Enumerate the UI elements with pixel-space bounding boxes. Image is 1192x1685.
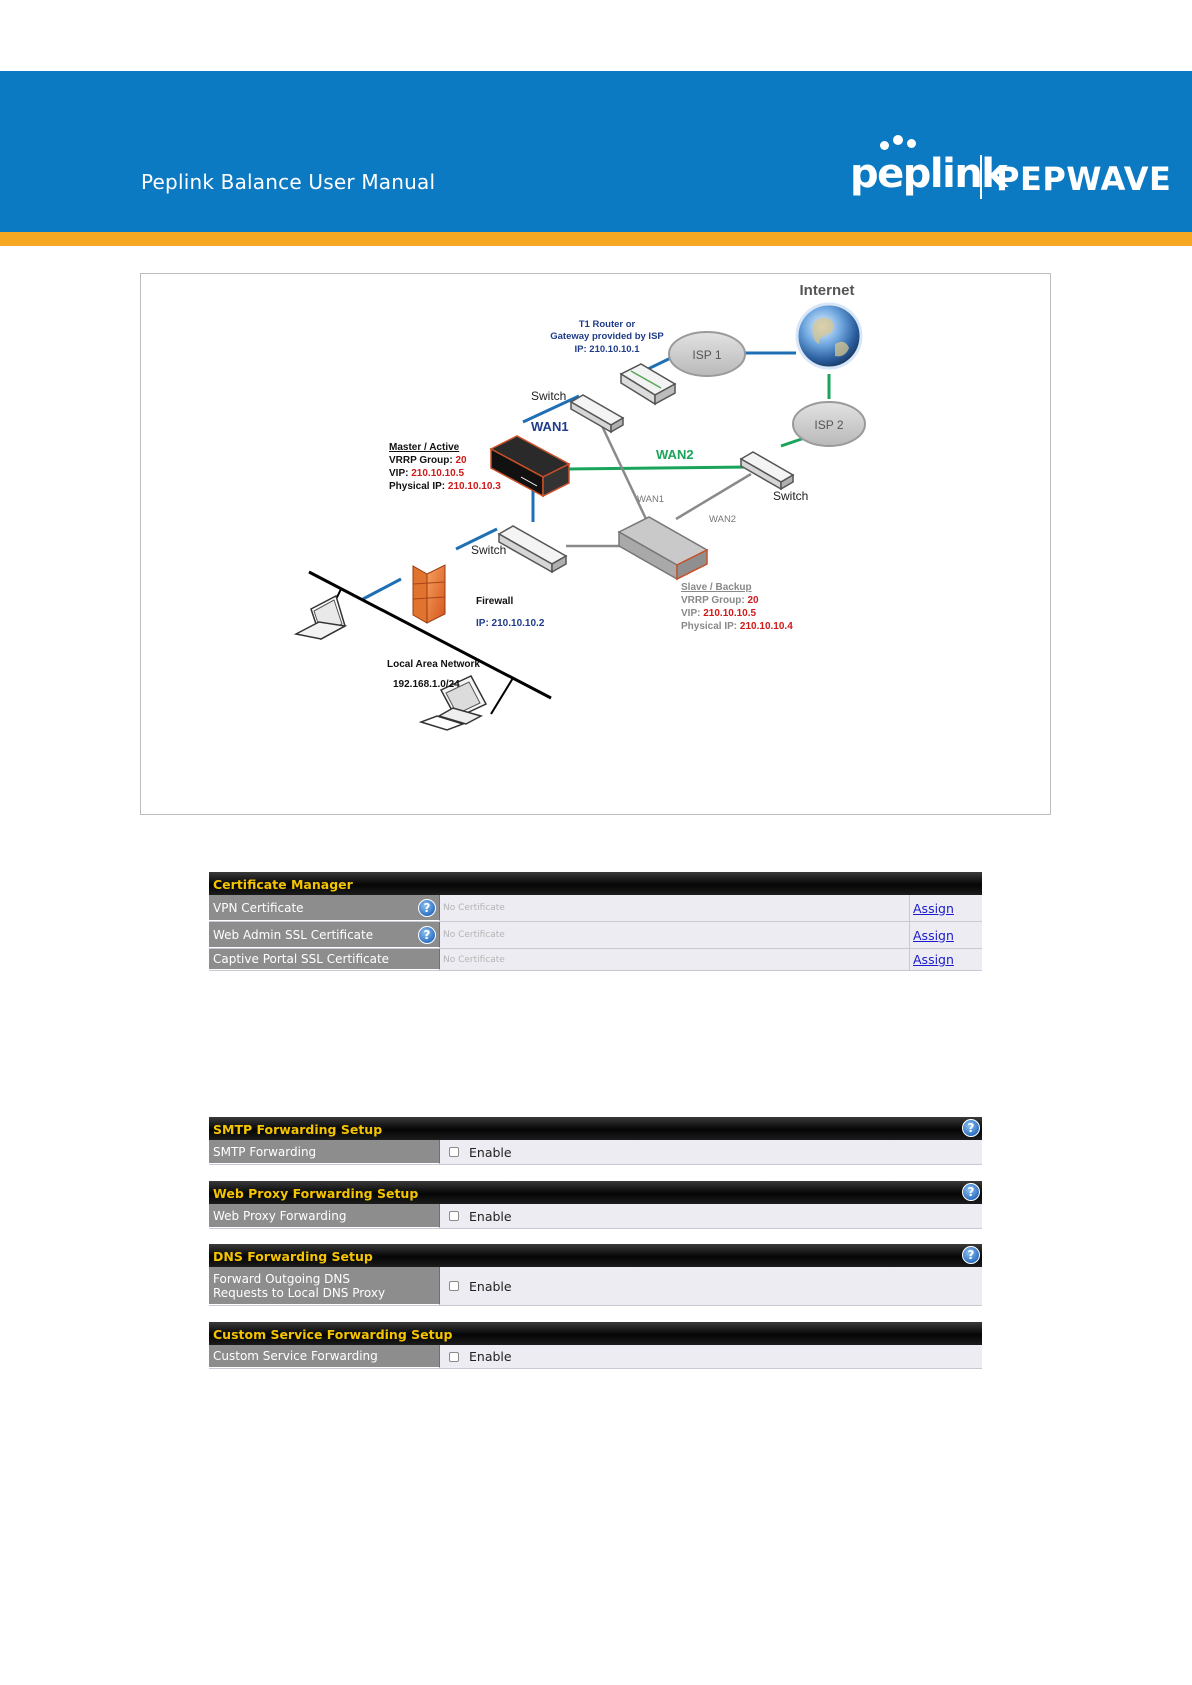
svg-text:VRRP Group: 20: VRRP Group: 20 xyxy=(681,595,759,606)
slave-phys-value: 210.10.10.4 xyxy=(740,621,793,632)
internet-globe-icon xyxy=(795,302,863,370)
captive-portal-ssl-assign-link[interactable]: Assign xyxy=(913,952,954,967)
help-icon[interactable]: ? xyxy=(418,898,436,917)
switch-top-icon xyxy=(569,394,625,434)
dns-forwarding-label-line1: Forward Outgoing DNS xyxy=(213,1271,350,1286)
switch-right-icon xyxy=(739,451,795,491)
web-proxy-forwarding-checkbox[interactable] xyxy=(449,1211,459,1221)
svg-text:VIP: 210.10.10.5: VIP: 210.10.10.5 xyxy=(389,468,465,479)
manual-title: Peplink Balance User Manual xyxy=(141,170,436,194)
dns-forwarding-checkbox[interactable] xyxy=(449,1281,459,1291)
certificate-manager-panel: Certificate Manager VPN Certificate ? No… xyxy=(209,872,982,971)
vpn-certificate-value: No Certificate xyxy=(443,903,505,913)
lan-backbone xyxy=(308,570,552,700)
header-banner xyxy=(0,71,1192,232)
dns-enable-label: Enable xyxy=(469,1278,512,1294)
smtp-forwarding-label: SMTP Forwarding xyxy=(209,1140,440,1164)
svg-text:VIP: 210.10.10.5: VIP: 210.10.10.5 xyxy=(681,608,757,619)
slave-vip-value: 210.10.10.5 xyxy=(703,608,756,619)
t1-router-icon xyxy=(619,363,677,406)
web-proxy-forwarding-title: Web Proxy Forwarding Setup xyxy=(213,1186,419,1201)
captive-portal-ssl-row: Captive Portal SSL Certificate No Certif… xyxy=(209,949,982,971)
laptop-icon xyxy=(293,594,348,641)
custom-service-forwarding-panel: Custom Service Forwarding Setup Custom S… xyxy=(209,1322,982,1369)
firewall-ip: IP: 210.10.10.2 xyxy=(476,618,545,629)
svg-text:VRRP Group: 20: VRRP Group: 20 xyxy=(389,455,467,466)
master-phys-label: Physical IP: xyxy=(389,481,448,492)
web-admin-ssl-label: Web Admin SSL Certificate xyxy=(213,927,374,942)
smtp-forwarding-panel: SMTP Forwarding Setup ? SMTP Forwarding … xyxy=(209,1117,982,1165)
svg-text:Physical IP: 210.10.10.3: Physical IP: 210.10.10.3 xyxy=(389,481,501,492)
web-proxy-enable-label: Enable xyxy=(469,1208,512,1224)
custom-service-forwarding-label: Custom Service Forwarding xyxy=(209,1345,440,1368)
smtp-enable-label: Enable xyxy=(469,1144,512,1160)
slave-vrrp-label: VRRP Group: xyxy=(681,595,747,606)
master-vip-label: VIP: xyxy=(389,468,411,479)
web-proxy-forwarding-panel: Web Proxy Forwarding Setup ? Web Proxy F… xyxy=(209,1181,982,1229)
t1-label-line1: T1 Router or xyxy=(579,319,636,330)
switch-top-label: Switch xyxy=(531,389,566,403)
t1-label-line2: Gateway provided by ISP xyxy=(550,331,664,342)
switch-right-label: Switch xyxy=(773,489,808,503)
desktop-pc-icon xyxy=(418,675,488,731)
slave-title: Slave / Backup xyxy=(681,582,752,593)
wan2-main-label: WAN2 xyxy=(656,447,694,462)
smtp-forwarding-title: SMTP Forwarding Setup xyxy=(213,1122,383,1137)
vpn-certificate-assign-link[interactable]: Assign xyxy=(913,900,954,916)
slave-router-icon xyxy=(617,516,709,581)
master-title: Master / Active xyxy=(389,442,460,453)
isp1-label: ISP 1 xyxy=(692,348,721,362)
isp1-node xyxy=(668,331,746,377)
captive-portal-ssl-value: No Certificate xyxy=(443,954,505,965)
t1-ip: IP: 210.10.10.1 xyxy=(575,344,641,355)
isp2-label: ISP 2 xyxy=(814,418,843,432)
switch-left-icon xyxy=(497,525,568,574)
master-vip-value: 210.10.10.5 xyxy=(411,468,464,479)
firewall-label: Firewall xyxy=(476,596,513,607)
web-admin-ssl-assign-link[interactable]: Assign xyxy=(913,927,954,943)
master-phys-value: 210.10.10.3 xyxy=(448,481,501,492)
lan-subnet: 192.168.1.0/24 xyxy=(393,679,460,690)
internet-label: Internet xyxy=(799,282,854,299)
network-diagram: Internet ISP 1 ISP 2 T1 Router or Gatewa… xyxy=(140,273,1051,815)
slave-vip-label: VIP: xyxy=(681,608,703,619)
svg-text:Physical IP: 210.10.10.4: Physical IP: 210.10.10.4 xyxy=(681,621,793,632)
wan1-slave-label: WAN1 xyxy=(637,494,664,505)
vpn-certificate-label: VPN Certificate xyxy=(213,900,304,915)
wan2-slave-label: WAN2 xyxy=(709,514,736,525)
help-icon[interactable]: ? xyxy=(418,925,436,944)
master-vrrp-label: VRRP Group: xyxy=(389,455,455,466)
master-vrrp-value: 20 xyxy=(455,455,467,466)
dns-forwarding-panel: DNS Forwarding Setup ? Forward Outgoing … xyxy=(209,1244,982,1306)
header-stripe xyxy=(0,232,1192,246)
logo-pepwave: PEPWAVE xyxy=(996,160,1172,198)
smtp-forwarding-checkbox[interactable] xyxy=(449,1147,459,1157)
custom-enable-label: Enable xyxy=(469,1349,512,1364)
wan1-main-label: WAN1 xyxy=(531,419,569,434)
logo-peplink: peplink xyxy=(850,151,1008,197)
help-icon[interactable]: ? xyxy=(962,1119,980,1137)
custom-service-forwarding-checkbox[interactable] xyxy=(449,1351,459,1362)
certificate-manager-title: Certificate Manager xyxy=(213,877,353,892)
logo-separator xyxy=(980,155,982,199)
certificate-manager-header: Certificate Manager xyxy=(209,872,982,895)
slave-phys-label: Physical IP: xyxy=(681,621,740,632)
master-router-icon xyxy=(489,435,571,498)
brand-logo: peplink PEPWAVE xyxy=(850,135,1171,205)
web-proxy-forwarding-label: Web Proxy Forwarding xyxy=(209,1204,440,1228)
web-admin-ssl-row: Web Admin SSL Certificate ? No Certifica… xyxy=(209,922,982,949)
dns-forwarding-label-line2: Requests to Local DNS Proxy xyxy=(213,1285,386,1300)
lan-title: Local Area Network xyxy=(387,659,480,670)
firewall-icon xyxy=(412,564,446,624)
slave-vrrp-value: 20 xyxy=(747,595,759,606)
custom-service-forwarding-title: Custom Service Forwarding Setup xyxy=(213,1327,453,1342)
web-admin-ssl-value: No Certificate xyxy=(443,930,505,940)
vpn-certificate-row: VPN Certificate ? No Certificate Assign xyxy=(209,895,982,922)
help-icon[interactable]: ? xyxy=(962,1246,980,1264)
switch-left-label: Switch xyxy=(471,543,506,557)
help-icon[interactable]: ? xyxy=(962,1183,980,1201)
isp2-node xyxy=(792,401,866,447)
captive-portal-ssl-label: Captive Portal SSL Certificate xyxy=(213,952,390,966)
dns-forwarding-title: DNS Forwarding Setup xyxy=(213,1249,373,1264)
